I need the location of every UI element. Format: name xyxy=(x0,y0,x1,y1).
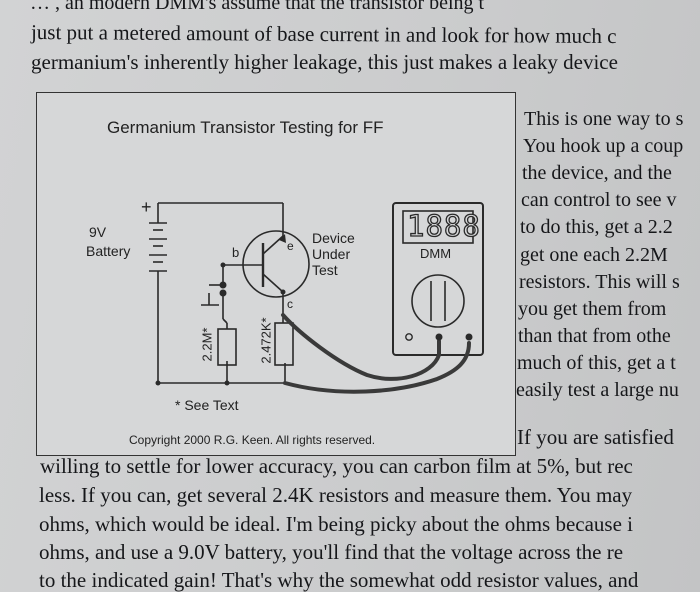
text-line-right-12: If you are satisfied xyxy=(517,425,674,449)
resistor-r1-label: 2.2M* xyxy=(199,327,215,362)
figure-title: Germanium Transistor Testing for FF xyxy=(107,118,384,137)
text-line-right-3: the device, and the xyxy=(522,162,672,184)
transistor-collector-leg xyxy=(262,273,284,293)
pin-label-base: b xyxy=(232,245,240,260)
battery-plus-sign: + xyxy=(141,197,152,217)
text-line-right-4: can control to see v xyxy=(521,189,677,211)
junction-dot xyxy=(220,262,226,268)
pin-label-emitter: e xyxy=(287,239,294,253)
dmm-label: DMM xyxy=(420,246,452,261)
text-line-right-1: This is one way to s xyxy=(524,108,684,130)
text-line-bottom-1: willing to settle for lower accuracy, yo… xyxy=(40,454,633,478)
dmm-jack xyxy=(465,333,473,341)
text-line-right-8: you get them from xyxy=(518,298,667,320)
circuit-schematic xyxy=(149,202,484,394)
text-line-top-1: … , an modern DMM's assume that the tran… xyxy=(30,0,485,14)
resistor-r1 xyxy=(217,328,237,366)
wire-r1-top xyxy=(222,318,228,324)
text-line-right-7: resistors. This will s xyxy=(519,271,680,293)
text-line-bottom-5: to the indicated gain! That's why the so… xyxy=(39,568,639,592)
junction-dot xyxy=(155,380,161,386)
switch-contact xyxy=(219,281,227,289)
text-line-bottom-2: less. If you can, get several 2.4K resis… xyxy=(39,483,633,507)
text-line-top-3: germanium's inherently higher leakage, t… xyxy=(31,50,618,74)
text-line-right-11: easily test a large nu xyxy=(516,379,679,401)
battery-label-text: Battery xyxy=(86,243,131,259)
schematic-figure: Germanium Transistor Testing for FF + 9V… xyxy=(36,92,516,456)
resistor-r2 xyxy=(274,322,294,366)
dut-label-line-2: Under xyxy=(312,246,351,262)
text-line-top-2: just put a metered amount of base curren… xyxy=(30,19,617,49)
text-line-right-9: than that from othe xyxy=(518,325,671,347)
dmm-jack-unused xyxy=(405,333,413,341)
figure-copyright: Copyright 2000 R.G. Keen. All rights res… xyxy=(129,433,376,447)
dmm-dial xyxy=(411,274,465,328)
dmm-jack xyxy=(435,333,443,341)
emitter-arrow xyxy=(279,234,286,243)
text-line-bottom-3: ohms, which would be ideal. I'm being pi… xyxy=(39,512,633,536)
figure-note: * See Text xyxy=(175,397,239,413)
text-line-right-6: get one each 2.2M xyxy=(520,244,668,266)
pin-label-collector: c xyxy=(287,297,293,311)
switch-contact xyxy=(219,289,227,297)
junction-dot xyxy=(224,380,230,386)
resistor-r2-label: 2.472K* xyxy=(258,317,274,364)
battery-label-voltage: 9V xyxy=(89,224,107,240)
dmm-display xyxy=(402,210,474,244)
transistor-emitter-leg xyxy=(262,235,284,255)
text-line-right-5: to do this, get a 2.2 xyxy=(520,216,673,238)
dut-label-line-3: Test xyxy=(312,262,338,278)
dmm-display-digits: 1888 xyxy=(406,208,481,243)
text-line-right-10: much of this, get a t xyxy=(517,352,676,374)
junction-dot xyxy=(280,289,286,295)
transistor-body xyxy=(242,230,310,298)
text-line-right-2: You hook up a coup xyxy=(523,135,684,157)
text-line-bottom-4: ohms, and use a 9.0V battery, you'll fin… xyxy=(39,540,624,564)
dut-label-line-1: Device xyxy=(312,230,355,246)
probe-lead-black xyxy=(283,341,471,394)
probe-lead-red xyxy=(281,313,441,381)
